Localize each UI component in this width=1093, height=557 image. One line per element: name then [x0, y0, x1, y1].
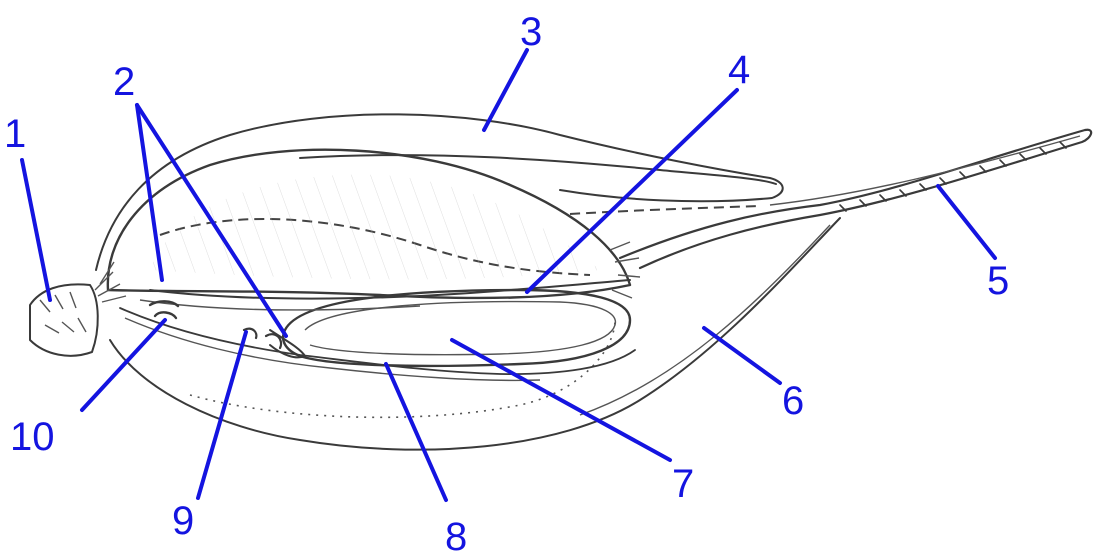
label-5: 5: [987, 259, 1009, 303]
rachilla-texture: [40, 292, 86, 333]
label-6: 6: [782, 379, 804, 423]
leader-7: [452, 340, 670, 460]
leader-1: [22, 160, 50, 300]
awn-teeth: [840, 142, 1066, 211]
lodicule-upper: [155, 312, 176, 318]
label-4: 4: [728, 48, 750, 92]
label-8: 8: [445, 515, 467, 557]
dashed-contour-upper: [570, 206, 760, 214]
label-10: 10: [10, 415, 55, 459]
label-7: 7: [672, 462, 694, 506]
leader-3: [484, 50, 527, 130]
layer-line-2: [140, 300, 420, 310]
leader-9: [198, 332, 246, 498]
layer-line-3: [120, 308, 635, 374]
label-9: 9: [172, 499, 194, 543]
leader-4: [527, 90, 737, 292]
label-2: 2: [113, 60, 135, 104]
label-3: 3: [520, 10, 542, 54]
label-1: 1: [4, 112, 26, 156]
leader-8: [386, 364, 446, 500]
leader-6: [704, 328, 780, 383]
leader-5: [938, 186, 995, 258]
awn: [620, 130, 1091, 268]
rachilla-base: [30, 284, 98, 355]
leader-10: [82, 320, 165, 410]
